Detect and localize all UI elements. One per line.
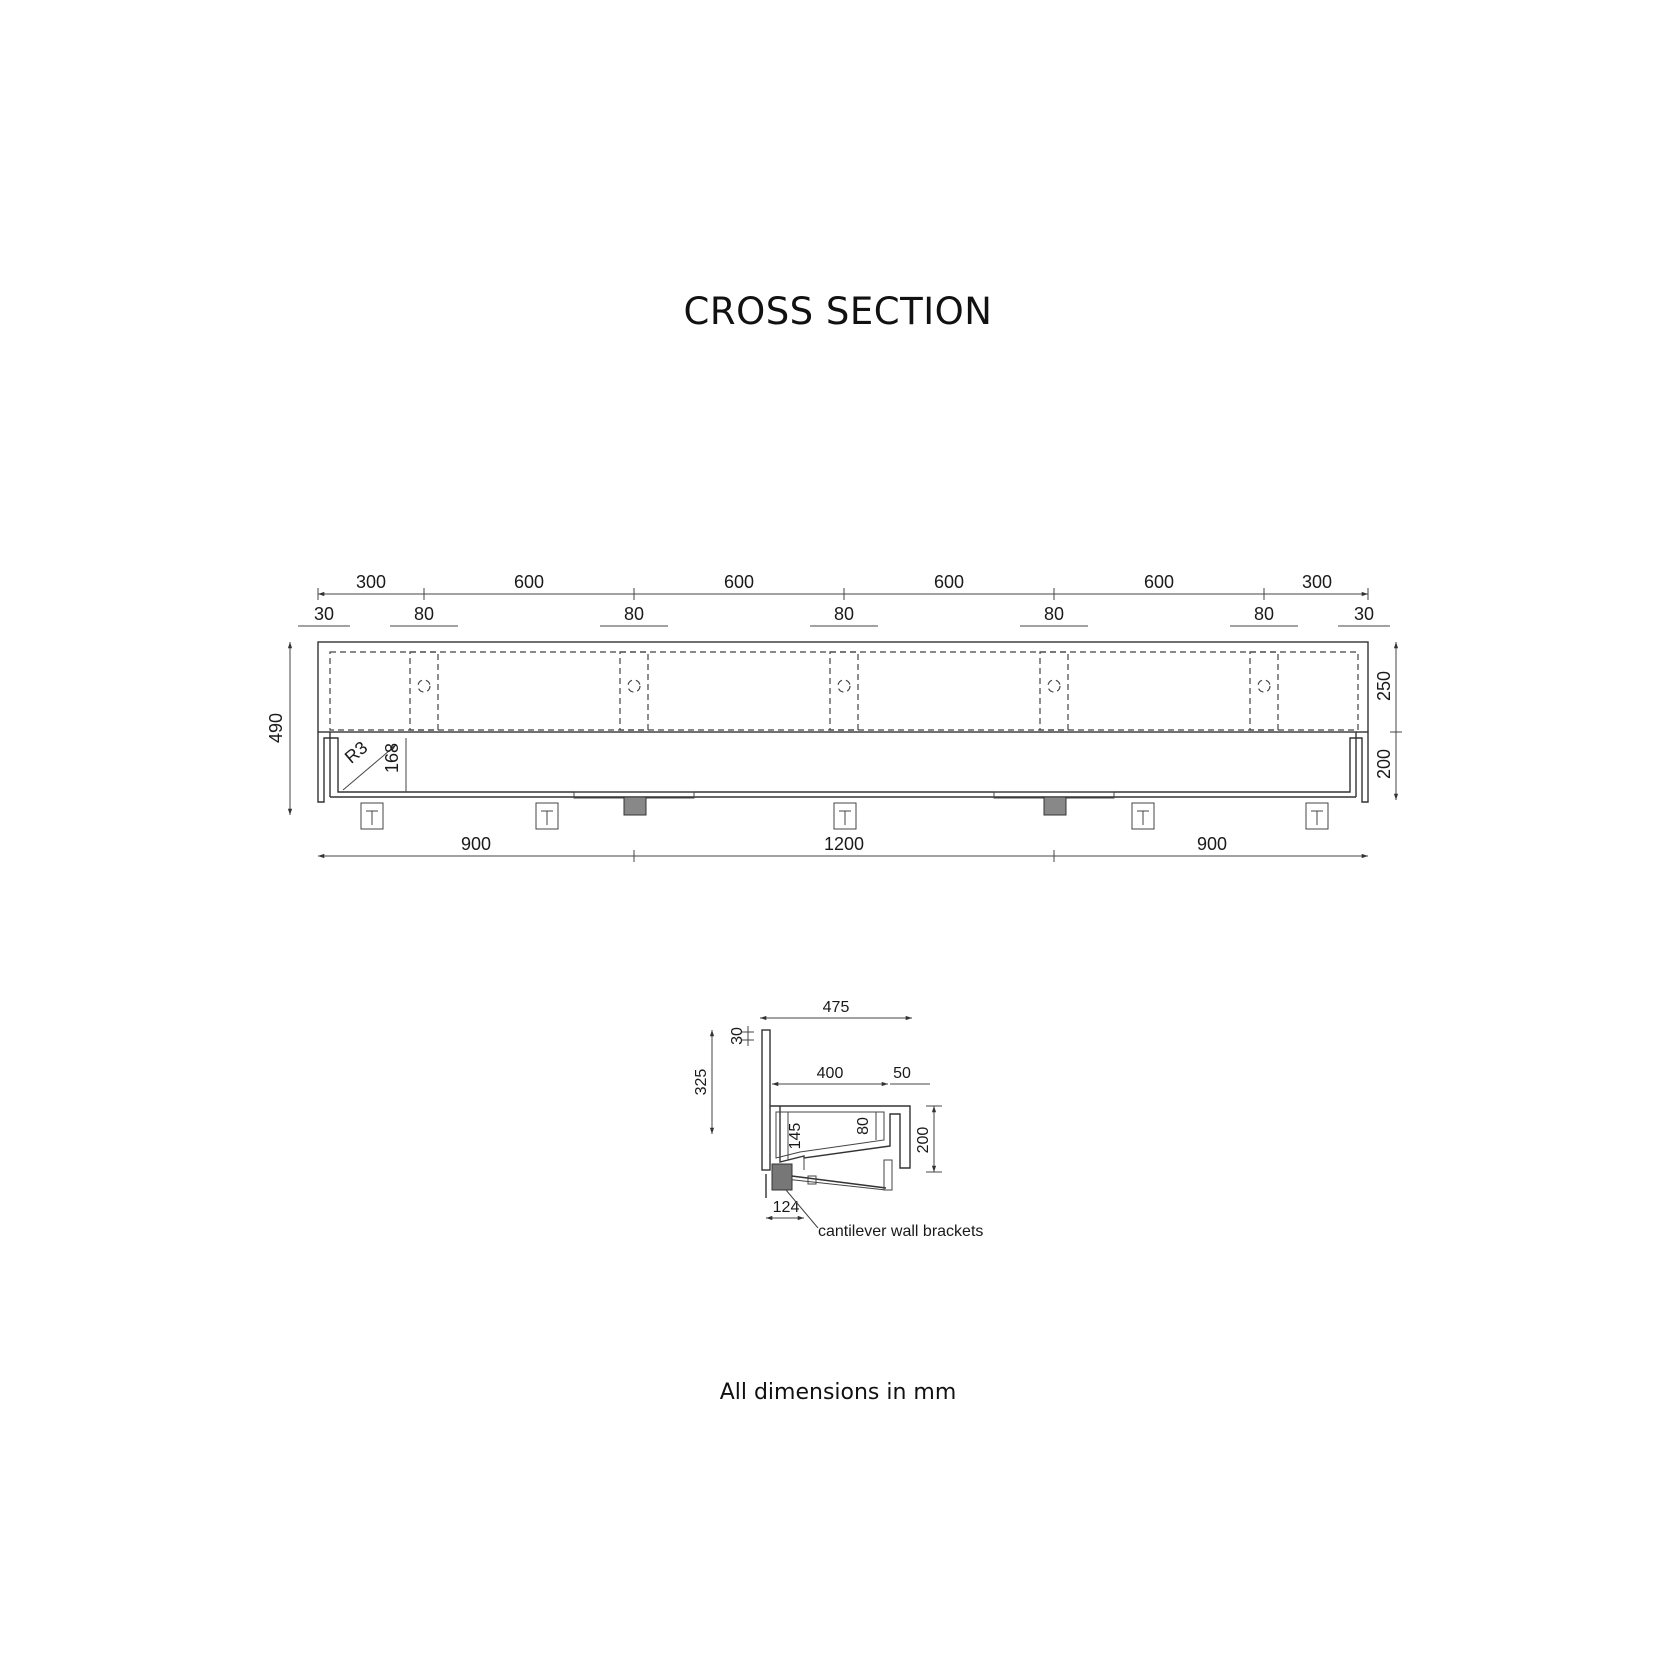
- depth-label: 475: [823, 999, 850, 1016]
- units-note: All dimensions in mm: [719, 1380, 957, 1405]
- bracket-offset-label: 124: [773, 1199, 800, 1216]
- bracket-icons: [360, 802, 1329, 830]
- top-dim-3: 600: [724, 572, 754, 592]
- bracket-label: cantilever wall brackets: [818, 1223, 983, 1240]
- top-dim-2: 600: [514, 572, 544, 592]
- top-dimension-chain: 300 600 600 600 600 300: [317, 572, 1369, 600]
- dashed-cabinet-outline: [329, 651, 1359, 731]
- tap-hole-columns: [409, 651, 1279, 731]
- bottom-dimension-chain: 900 1200 900: [318, 834, 1368, 862]
- bottom-dim-2: 1200: [824, 834, 864, 854]
- small-dim-2: 80: [414, 604, 434, 624]
- cantilever-bracket: [765, 1159, 893, 1198]
- top-dim-1: 300: [356, 572, 386, 592]
- bottom-dim-1: 900: [461, 834, 491, 854]
- basin-trough: R3 168: [317, 732, 1369, 803]
- front-view: 300 600 600 600 600 300 30 80 80 80 80 8…: [266, 572, 1402, 862]
- top-dim-6: 300: [1302, 572, 1332, 592]
- top-dim-5: 600: [1144, 572, 1174, 592]
- small-dim-3: 80: [624, 604, 644, 624]
- back-height-label: 325: [693, 1069, 710, 1096]
- bracket-leader-line: [785, 1189, 819, 1229]
- top-dim-4: 600: [934, 572, 964, 592]
- back-panel: [761, 1029, 771, 1171]
- drain-waste-right: [993, 791, 1115, 816]
- inner-height-label: 168: [382, 743, 402, 773]
- small-dim-7: 30: [1354, 604, 1374, 624]
- small-dim-6: 80: [1254, 604, 1274, 624]
- basin-profile: [770, 1105, 911, 1169]
- small-dim-4: 80: [834, 604, 854, 624]
- side-view: 475 30 325 400 50 200 80 145: [693, 999, 983, 1240]
- small-dimension-row: 30 80 80 80 80 80 30: [298, 604, 1390, 627]
- small-dim-1: 30: [314, 604, 334, 624]
- overall-height-dim: 490: [266, 642, 293, 815]
- slope-rise-label: 80: [855, 1117, 872, 1135]
- basin-depth-label: 400: [817, 1065, 844, 1082]
- page-title: CROSS SECTION: [683, 290, 993, 333]
- lip-label: 50: [893, 1065, 911, 1082]
- svg-text:490: 490: [266, 713, 286, 743]
- front-height-label: 145: [787, 1123, 804, 1150]
- top-slab: [317, 641, 1369, 733]
- bottom-dim-3: 900: [1197, 834, 1227, 854]
- top-thickness-label: 30: [729, 1027, 746, 1045]
- drain-waste-left: [573, 791, 695, 816]
- right-height-dims: 250 200: [1374, 642, 1402, 800]
- lower-height-label: 200: [1374, 749, 1394, 779]
- upper-height-label: 250: [1374, 671, 1394, 701]
- radius-label: R3: [341, 737, 371, 767]
- small-dim-5: 80: [1044, 604, 1064, 624]
- basin-height-label: 200: [915, 1127, 932, 1154]
